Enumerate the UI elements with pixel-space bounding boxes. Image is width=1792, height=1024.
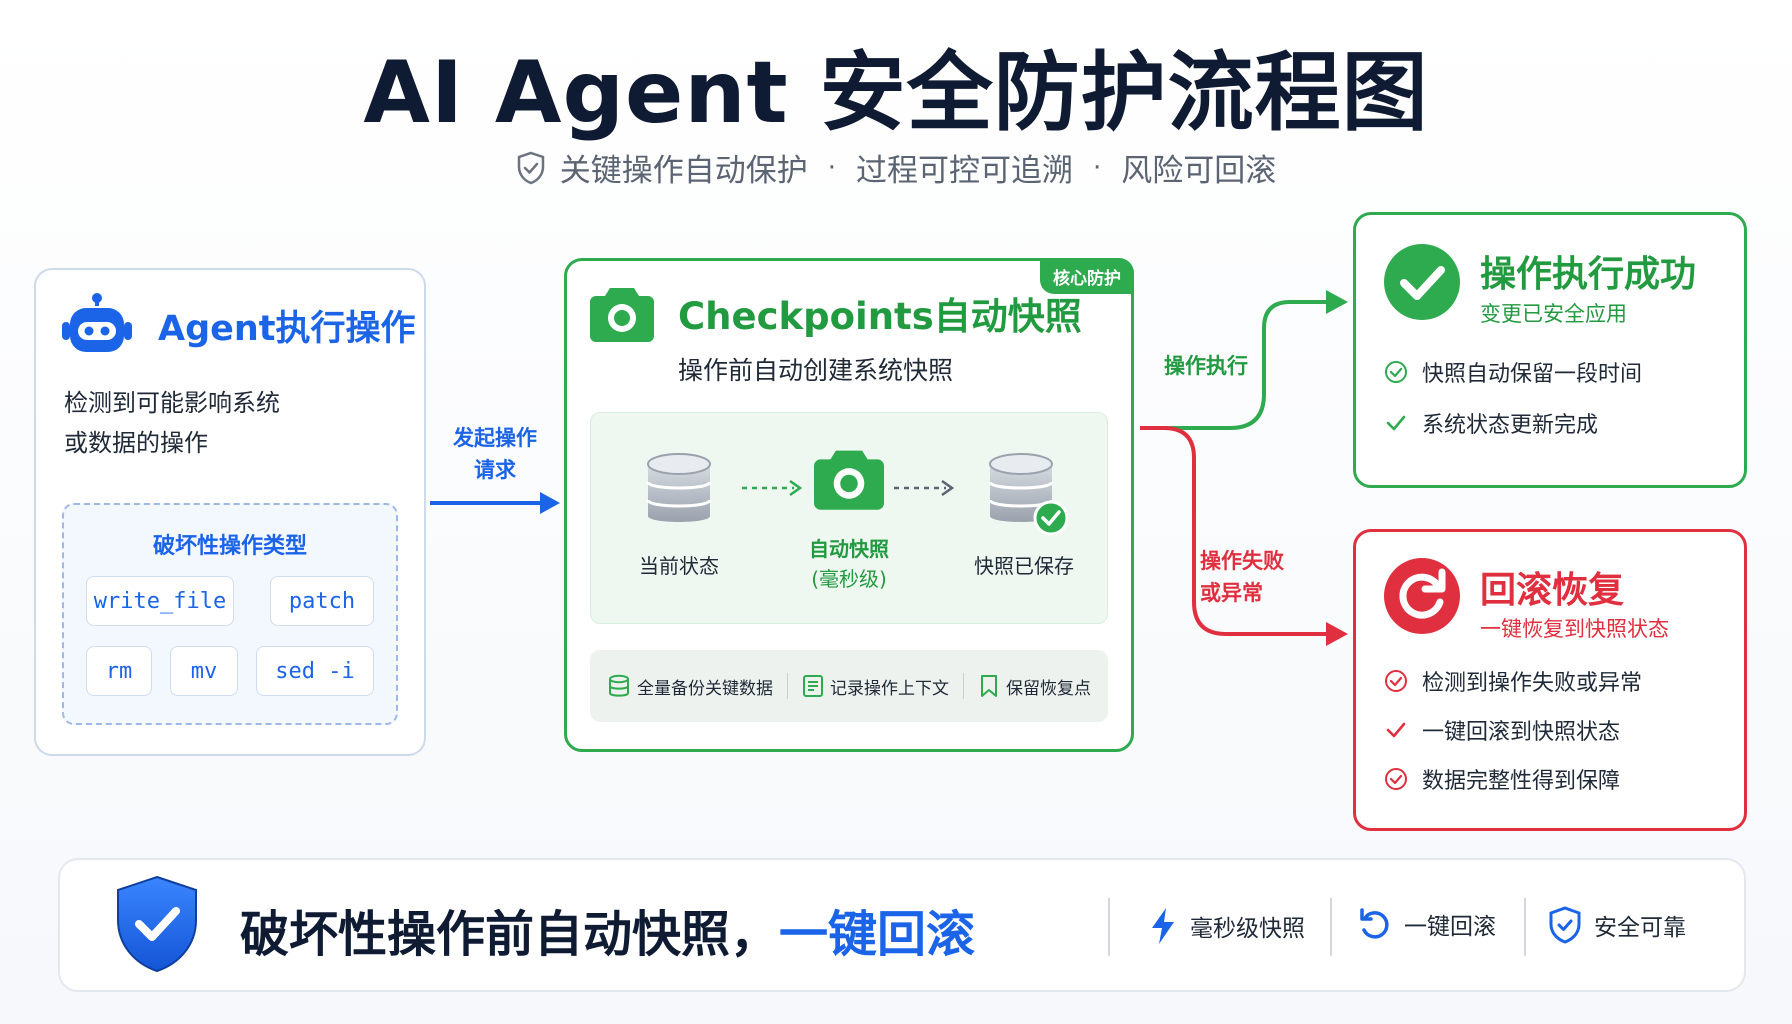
success-item: 快照自动保留一段时间 [1384,356,1642,388]
bottom-feature-label: 安全可靠 [1594,915,1686,941]
branch-label-line: 操作失败 [1200,549,1284,573]
operation-types-title: 破坏性操作类型 [152,534,307,559]
success-check-icon [1384,244,1460,320]
bottom-summary-main: 破坏性操作前自动快照， [240,906,780,963]
check-icon [1386,415,1406,431]
divider [963,673,964,699]
success-item-label: 快照自动保留一段时间 [1422,362,1643,387]
divider [1524,898,1526,956]
subtitle: 关键操作自动保护 · 过程可控可追溯 · 风险可回滚 [0,145,1792,190]
rollback-icon [1384,558,1460,634]
saved-database-icon [988,453,1068,536]
rollback-card [1353,529,1747,831]
bottom-feature-label: 毫秒级快照 [1190,916,1305,942]
rollback-item-label: 一键回滚到快照状态 [1422,720,1621,745]
feature-record-context: 记录操作上下文 [802,674,949,699]
agent-description: 检测到可能影响系统 或数据的操作 [64,383,384,463]
flow-step-auto-snapshot: 自动快照 (毫秒级) [790,534,908,594]
bookmark-icon [981,675,997,697]
bottom-feature-secure: 安全可靠 [1548,906,1686,944]
rollback-item-label: 检测到操作失败或异常 [1422,671,1643,696]
flow-step-line: 自动快照 [809,537,889,561]
op-chip-write-file: write_file [86,576,234,626]
dashed-arrow [894,479,955,497]
subtitle-item-trace: 过程可控可追溯 [856,153,1073,189]
feature-full-backup: 全量备份关键数据 [607,674,773,699]
feature-label: 全量备份关键数据 [637,678,773,699]
success-item-label: 系统状态更新完成 [1422,413,1599,438]
feature-label: 保留恢复点 [1006,678,1091,699]
branch-label-success: 操作执行 [1164,354,1248,378]
lightning-icon [1152,908,1174,944]
snapshot-camera-icon [814,450,884,510]
divider [1330,898,1332,956]
check-circle-icon [1385,670,1407,692]
divider [1108,898,1110,956]
op-chip-patch: patch [270,576,374,626]
undo-icon [1360,908,1389,939]
rollback-item-label: 数据完整性得到保障 [1422,769,1621,794]
database-icon [646,453,712,522]
arrow-label-request: 发起操作 请求 [444,422,546,486]
success-item: 系统状态更新完成 [1384,407,1598,439]
branch-label-fail: 操作失败 或异常 [1200,545,1304,609]
bottom-summary-text: 破坏性操作前自动快照，一键回滚 [240,895,975,966]
arrow-label-line: 请求 [474,458,516,482]
feature-label: 记录操作上下文 [830,678,949,699]
feature-restore-point: 保留恢复点 [978,674,1091,699]
document-icon [803,675,823,697]
bottom-feature-label: 一键回滚 [1404,914,1496,940]
flow-step-line: (毫秒级) [811,567,887,591]
subtitle-separator: · [827,152,836,183]
agent-title: Agent执行操作 [158,309,416,349]
bottom-feature-rollback: 一键回滚 [1356,906,1496,942]
success-title: 操作执行成功 [1480,254,1697,295]
rollback-item: 数据完整性得到保障 [1384,763,1620,795]
dashed-arrow [742,479,803,497]
arrow-request [430,492,560,514]
check-circle-icon [1385,768,1407,790]
agent-desc-line: 检测到可能影响系统 [64,389,280,417]
camera-icon [590,288,654,342]
bottom-summary-bar [58,858,1746,992]
agent-desc-line: 或数据的操作 [64,429,208,457]
op-chip-sed: sed -i [256,646,374,696]
subtitle-item-protect: 关键操作自动保护 [559,153,808,189]
shield-icon [1549,906,1581,944]
shield-check-icon [117,875,197,973]
bottom-feature-ms-snapshot: 毫秒级快照 [1148,906,1305,946]
core-protection-badge: 核心防护 [1040,258,1134,294]
branch-arrows [1140,290,1348,646]
arrow-label-line: 发起操作 [453,426,537,450]
divider [787,673,788,699]
branch-label-line: 或异常 [1200,581,1263,605]
op-chip-rm: rm [86,646,152,696]
rollback-subtitle: 一键恢复到快照状态 [1480,617,1669,641]
checkpoint-feature-strip: 全量备份关键数据 记录操作上下文 保留恢复点 [590,650,1108,722]
flow-step-current-state: 当前状态 [639,554,719,578]
checkpoint-description: 操作前自动创建系统快照 [678,356,954,385]
rollback-item: 一键回滚到快照状态 [1384,714,1620,746]
database-small-icon [609,674,629,697]
success-subtitle: 变更已安全应用 [1480,302,1627,326]
op-chip-mv: mv [170,646,238,696]
bottom-summary-highlight: 一键回滚 [779,906,976,963]
rollback-title: 回滚恢复 [1480,570,1625,611]
rollback-item: 检测到操作失败或异常 [1384,665,1642,697]
page-title: AI Agent 安全防护流程图 [363,43,1429,143]
check-circle-icon [1385,361,1407,383]
subtitle-separator: · [1093,152,1102,183]
shield-check-icon [517,151,544,184]
subtitle-item-rollback: 风险可回滚 [1121,153,1277,189]
checkpoint-title: Checkpoints自动快照 [678,295,1082,338]
robot-icon [62,293,132,352]
check-icon [1386,722,1406,738]
flow-step-saved: 快照已保存 [974,554,1074,578]
